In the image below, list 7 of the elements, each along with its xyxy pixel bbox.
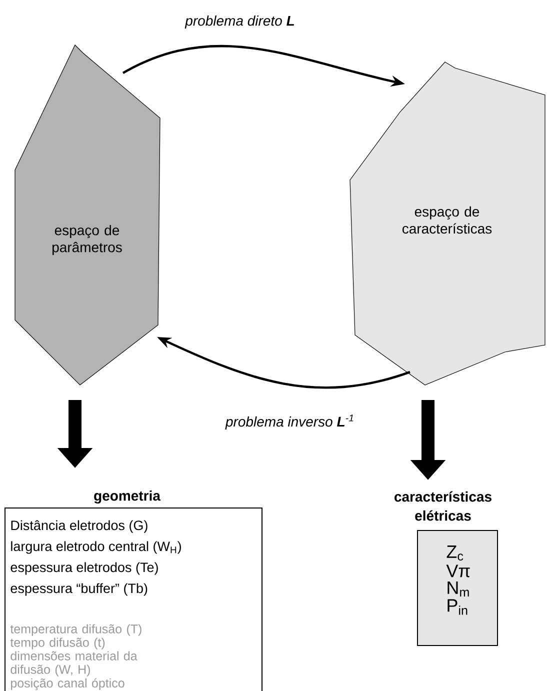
- edge-label: problema inverso L$^{-1}$: [225, 414, 354, 430]
- edge-label: problema direto L: [184, 15, 294, 29]
- parameter-list-box: geometria Distância eletrodos (G) largura eletrodo central (W$_{H}$) espessura eletrodos (Te) espessura “buffer” (Tb) temperatura difusão (T) tempo difusão (t) dimensões material da difusão (W, H) posição canal óptico: [4, 490, 262, 691]
- polygon-region: espaço de características: [350, 62, 546, 386]
- characteristics-box: características elétricas Z$_{c}$ Vπ N$_{m}$ P$_{in}$: [394, 491, 498, 646]
- polygon-region: espaço de parâmetros: [14, 44, 160, 386]
- node-label: características elétricas: [394, 491, 492, 521]
